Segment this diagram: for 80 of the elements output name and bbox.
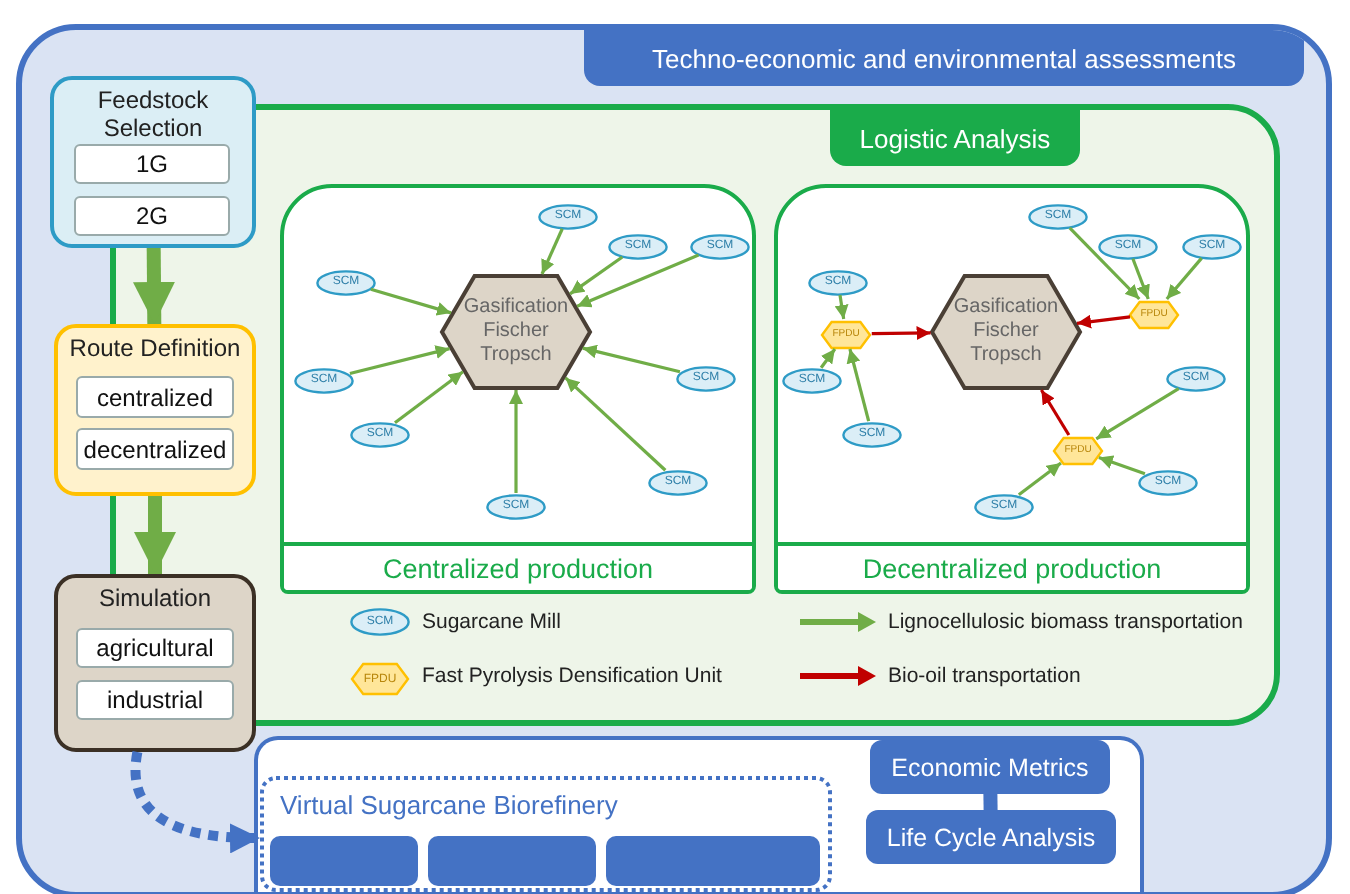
production-frame	[774, 184, 1250, 594]
metric-box: Economic Metrics	[870, 740, 1110, 794]
arrow	[1131, 258, 1150, 300]
section-title: Logistic Analysis	[830, 110, 1080, 166]
legend-text: Fast Pyrolysis Densification Unit	[422, 664, 722, 688]
option-box: agricultural	[76, 628, 234, 668]
option-box: decentralized	[76, 428, 234, 470]
mill-ellipse	[538, 203, 598, 229]
assessment-panel	[16, 24, 1332, 894]
tool-box	[428, 836, 596, 886]
arrow	[349, 345, 450, 376]
arrow	[132, 247, 175, 325]
arrow	[1040, 389, 1071, 436]
process-hexagon	[440, 274, 592, 390]
mill-ellipse	[690, 233, 750, 259]
arrow	[1098, 455, 1146, 476]
arrow	[576, 253, 700, 308]
option-box: 2G	[74, 196, 230, 236]
step-title: Route Definition	[67, 334, 243, 362]
mill-ellipse	[676, 365, 736, 391]
mill-ellipse	[1182, 233, 1242, 259]
mill-ellipse	[486, 493, 546, 519]
production-frame	[280, 184, 756, 594]
arrow	[1017, 461, 1062, 497]
step-title: Simulation	[96, 584, 214, 612]
unit-hexagon	[1128, 299, 1180, 329]
mill-ellipse	[1166, 365, 1226, 391]
mill-ellipse	[294, 367, 354, 393]
platform-title: Virtual Sugarcane Biorefinery	[280, 792, 618, 820]
step-box	[50, 76, 256, 248]
arrow	[540, 228, 564, 275]
process-label: Gasification Fischer Tropsch	[951, 296, 1061, 368]
step-box	[54, 574, 256, 752]
platform-box	[260, 776, 832, 892]
section-title: Techno-economic and environmental assessments	[584, 30, 1304, 86]
tool-box	[606, 836, 820, 886]
frame-caption: Decentralized production	[778, 542, 1246, 590]
arrow	[134, 496, 176, 574]
mill-ellipse	[1138, 469, 1198, 495]
mill-ellipse	[648, 469, 708, 495]
step-box	[54, 324, 256, 496]
mill-ellipse	[350, 421, 410, 447]
step-title: Feedstock Selection	[95, 86, 211, 142]
arrow	[846, 348, 871, 422]
tools-panel	[254, 736, 1144, 892]
option-box: centralized	[76, 376, 234, 418]
arrow	[819, 348, 837, 369]
connector-line	[983, 793, 998, 811]
process-label: Gasification Fischer Tropsch	[461, 296, 571, 368]
arrow	[394, 370, 464, 425]
arrow	[564, 376, 667, 472]
mill-ellipse	[1098, 233, 1158, 259]
mill-ellipse	[782, 367, 842, 393]
legend-text: Bio-oil transportation	[888, 664, 1081, 688]
arrow	[834, 294, 849, 320]
mill-ellipse	[608, 233, 668, 259]
arrow	[1165, 257, 1203, 301]
metric-box: Life Cycle Analysis	[866, 810, 1116, 864]
mill-ellipse	[1028, 203, 1088, 229]
legend-text: Sugarcane Mill	[422, 610, 561, 634]
arrow	[1095, 387, 1180, 441]
option-box: 1G	[74, 144, 230, 184]
tool-box	[270, 836, 418, 886]
arrow	[871, 326, 931, 341]
mill-ellipse	[842, 421, 902, 447]
arrow	[130, 751, 261, 853]
arrow	[582, 344, 681, 374]
mill-ellipse	[974, 493, 1034, 519]
mill-ellipse	[316, 269, 376, 295]
arrow	[569, 255, 624, 296]
legend-text: Lignocellulosic biomass transportation	[888, 610, 1243, 634]
mill-ellipse	[808, 269, 868, 295]
process-hexagon	[930, 274, 1082, 390]
arrow	[509, 390, 523, 493]
unit-hexagon	[820, 319, 872, 349]
unit-hexagon	[1052, 435, 1104, 465]
option-box: industrial	[76, 680, 234, 720]
arrow	[1076, 314, 1131, 329]
frame-caption: Centralized production	[284, 542, 752, 590]
arrow	[370, 287, 452, 316]
